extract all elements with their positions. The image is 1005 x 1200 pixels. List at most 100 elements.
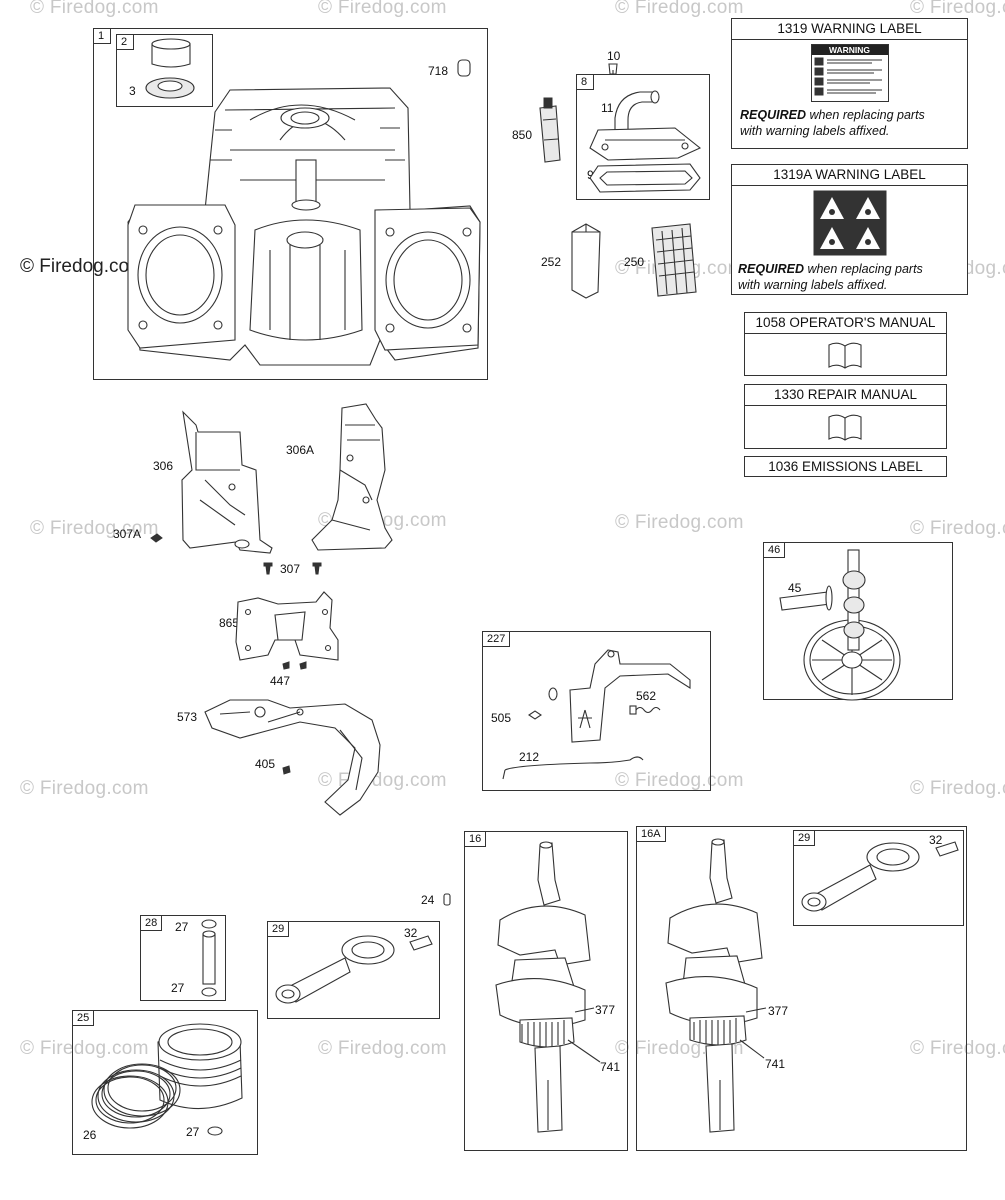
box-tag-1: 1 [93,28,111,44]
part-number-32: 32 [404,926,418,940]
repair-manual-title: 1330 REPAIR MANUAL [745,385,946,406]
part-number-3: 3 [129,84,136,98]
parts-box-227 [482,631,711,791]
emissions-label-title: 1036 EMISSIONS LABEL [768,459,923,474]
warning-label-1319a-note-line2: with warning labels affixed. [738,278,888,292]
watermark: © Firedog.com [615,770,744,791]
part-number-377: 377 [768,1004,789,1018]
watermark: © Firedog.com [910,1038,1005,1059]
part-number-865: 865 [219,616,240,630]
watermark-main: © Firedog.com [20,256,145,277]
parts-box-1 [93,28,488,380]
watermark: © Firedog.com [20,1038,149,1059]
book-icon [828,414,862,441]
warning-sign: WARNING [810,44,889,102]
box-tag-28: 28 [140,915,163,931]
watermark: © Firedog.com [318,0,447,18]
parts-box-25 [72,1010,258,1155]
required-text: REQUIRED [738,262,804,276]
part-number-377: 377 [595,1003,616,1017]
warning-label-1319-note-line2: with warning labels affixed. [740,124,890,138]
box-tag-8: 8 [576,74,594,90]
part-number-573: 573 [177,710,198,724]
part-number-718: 718 [428,64,449,78]
box-tag-16: 16 [464,831,487,847]
emissions-label-1036: 1036 EMISSIONS LABEL [744,456,947,477]
box-tag-227: 227 [482,631,511,647]
warning-label-1319: 1319 WARNING LABEL WARNING REQUIRED when… [731,18,968,149]
part-number-850: 850 [512,128,533,142]
part-number-562: 562 [636,689,657,703]
parts-box-28 [140,915,226,1001]
watermark: © Firedog.com [615,512,744,533]
operators-manual-title: 1058 OPERATOR'S MANUAL [745,313,946,334]
parts-box-16 [464,831,628,1151]
part-number-27: 27 [171,981,185,995]
part-number-212: 212 [519,750,540,764]
box-tag-2: 2 [116,34,134,50]
part-number-405: 405 [255,757,276,771]
parts-box-29 [267,921,440,1019]
part-number-307: 307 [280,562,301,576]
part-number-27: 27 [186,1125,200,1139]
part-number-505: 505 [491,711,512,725]
part-number-45: 45 [788,581,802,595]
watermark: © Firedog.com [318,1038,447,1059]
parts-box-8 [576,74,710,200]
watermark: © Firedog.com [910,518,1005,539]
part-number-741: 741 [600,1060,621,1074]
required-text: REQUIRED [740,108,806,122]
part-number-252: 252 [541,255,562,269]
book-icon [828,342,862,369]
required-rest: when replacing parts [805,108,925,122]
warning-label-1319a-note: REQUIRED when replacing parts [738,261,923,277]
operators-manual-1058: 1058 OPERATOR'S MANUAL [744,312,947,376]
part-number-26: 26 [83,1128,97,1142]
watermark: © Firedog.com [910,0,1005,18]
part-number-10: 10 [607,49,621,63]
box-tag-25: 25 [72,1010,95,1026]
part-number-306a: 306A [286,443,315,457]
parts-box-2 [116,34,213,107]
box-tag-29: 29 [267,921,290,937]
warning-sign-rows [814,57,882,96]
part-number-11: 11 [601,101,614,115]
warning-label-1319a: 1319A WARNING LABEL REQUIRED when replac… [731,164,968,295]
warning-label-1319a-title: 1319A WARNING LABEL [732,165,967,186]
warning-label-1319-title: 1319 WARNING LABEL [732,19,967,40]
part-number-9: 9 [587,168,594,182]
warning-pictograms-icon [813,190,887,256]
box-tag-46: 46 [763,542,786,558]
watermark: © Firedog.com [910,778,1005,799]
parts-box-29-alt [793,830,964,926]
part-number-307a: 307A [113,527,142,541]
part-number-306: 306 [153,459,174,473]
box-tag-29-alt: 29 [793,830,816,846]
part-number-250: 250 [624,255,645,269]
part-number-447: 447 [270,674,291,688]
watermark: © Firedog.com [30,0,159,18]
watermark: © Firedog.com [30,518,159,539]
watermark: © Firedog.com [615,0,744,18]
warning-label-1319-note: REQUIRED when replacing parts [732,107,967,123]
box-tag-16a: 16A [636,826,666,842]
repair-manual-1330: 1330 REPAIR MANUAL [744,384,947,449]
warning-sign-header: WARNING [811,45,888,55]
part-number-32: 32 [929,833,943,847]
parts-box-16a [636,826,967,1151]
watermark: © Firedog.com [20,778,149,799]
part-number-27: 27 [175,920,189,934]
part-number-741: 741 [765,1057,786,1071]
